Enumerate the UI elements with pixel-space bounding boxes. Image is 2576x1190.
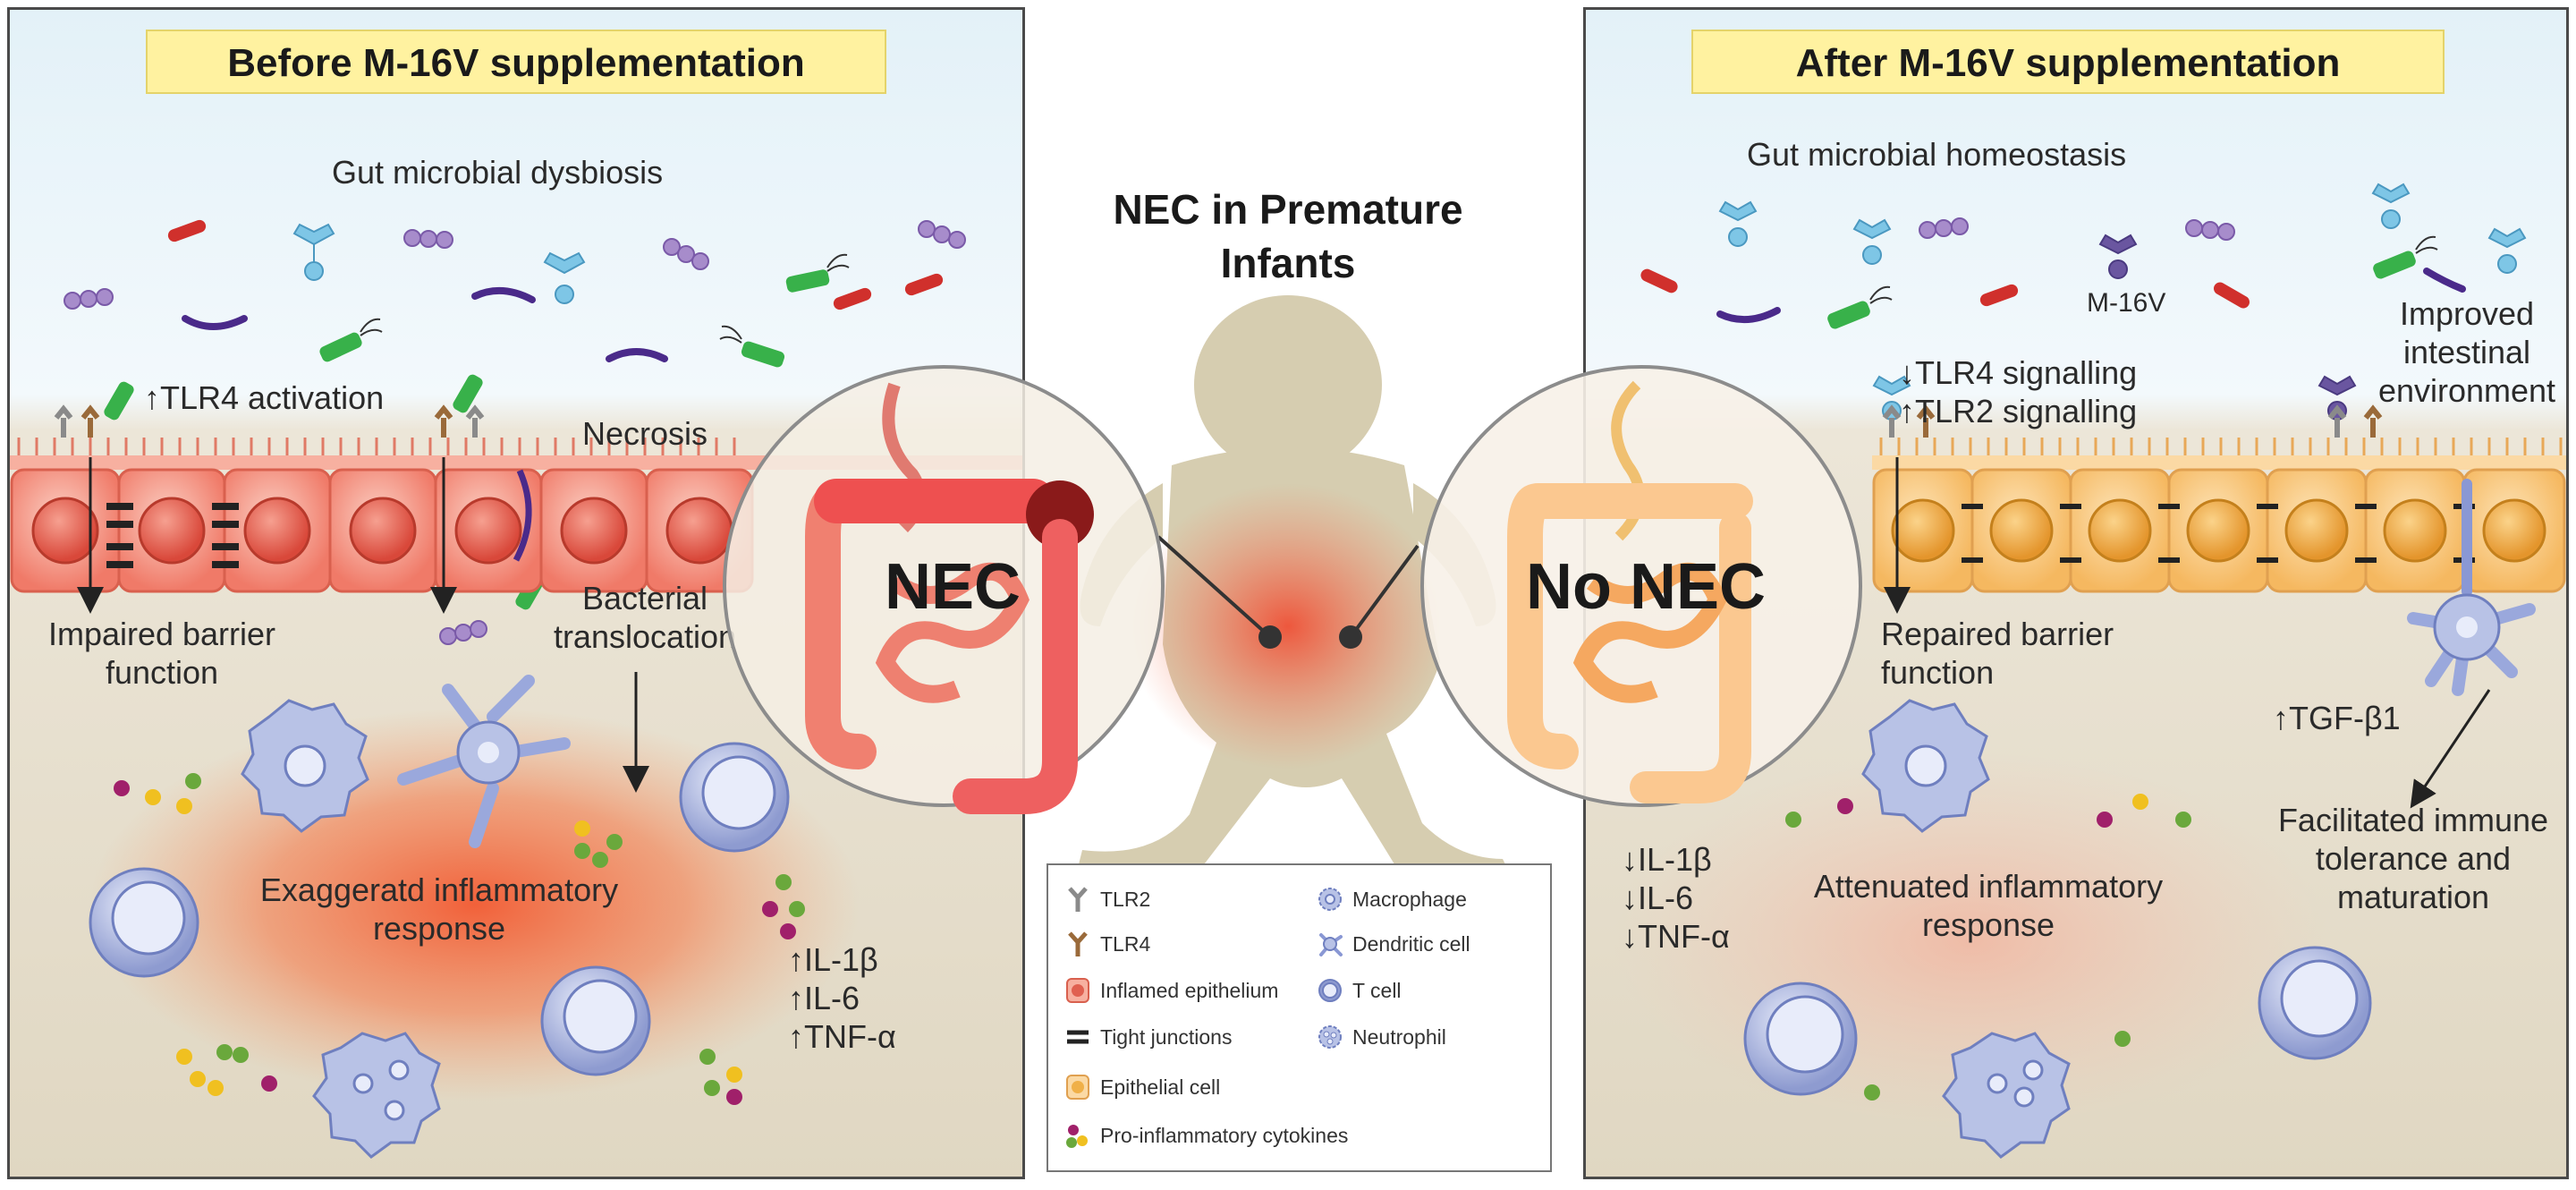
legend-dendritic-cell: Dendritic cell — [1317, 930, 1470, 958]
legend-macrophage: Macrophage — [1317, 885, 1467, 914]
tlr4-icon — [1068, 931, 1088, 956]
legend: TLR2 TLR4 Inflamed epithelium Tight junc… — [1046, 863, 1552, 1172]
legend-epithelial-cell: Epithelial cell — [1064, 1073, 1220, 1101]
legend-neutrophil: Neutrophil — [1317, 1023, 1446, 1051]
legend-tight-junctions: Tight junctions — [1064, 1023, 1232, 1051]
tlr4-activation-label: ↑TLR4 activation — [144, 379, 385, 416]
legend-tlr2: TLR2 — [1064, 885, 1150, 914]
nec-circle — [723, 365, 1165, 814]
no-nec-circle — [1420, 365, 1862, 807]
right-cytokine-list: ↓IL-1β↓IL-6↓TNF-α — [1622, 841, 1730, 956]
no-nec-label: No NEC — [1526, 551, 1766, 623]
immune-cells — [89, 675, 790, 1159]
nec-label: NEC — [885, 551, 1021, 623]
t-cell-icon — [1318, 979, 1342, 1002]
before-banner: Before M-16V supplementation — [146, 30, 886, 94]
after-banner: After M-16V supplementation — [1691, 30, 2445, 94]
macrophage-icon — [1318, 888, 1342, 911]
inflamed-cell-icon — [1066, 978, 1089, 1003]
neutrophil-icon — [1318, 1025, 1342, 1049]
legend-tlr4: TLR4 — [1064, 930, 1150, 958]
cytokine-dots — [114, 773, 805, 1105]
tgf-label: ↑TGF-β1 — [2273, 700, 2401, 736]
tight-junction-icon — [1067, 1030, 1089, 1044]
tlr2-icon — [1068, 887, 1088, 912]
after-illustration — [1613, 183, 2566, 1159]
necrosis-label: Necrosis — [582, 415, 708, 452]
dysbiosis-label: Gut microbial dysbiosis — [332, 154, 664, 191]
dendritic-cell-icon — [1319, 933, 1343, 956]
signalling-label: ↓TLR4 signalling↑TLR2 signalling — [1899, 354, 2138, 430]
epithelial-cell-icon — [1066, 1075, 1089, 1100]
cytokine-icon — [1066, 1125, 1088, 1148]
legend-t-cell: T cell — [1317, 976, 1402, 1005]
homeostasis-label: Gut microbial homeostasis — [1747, 136, 2127, 173]
m16v-label: M-16V — [2087, 288, 2166, 318]
bacteria-group — [64, 219, 966, 645]
tlr-receptors — [54, 404, 485, 438]
left-cytokine-list: ↑IL-1β↑IL-6↑TNF-α — [788, 941, 896, 1056]
legend-cytokines: Pro-inflammatory cytokines — [1064, 1121, 1348, 1150]
legend-inflamed-epithelium: Inflamed epithelium — [1064, 976, 1278, 1005]
